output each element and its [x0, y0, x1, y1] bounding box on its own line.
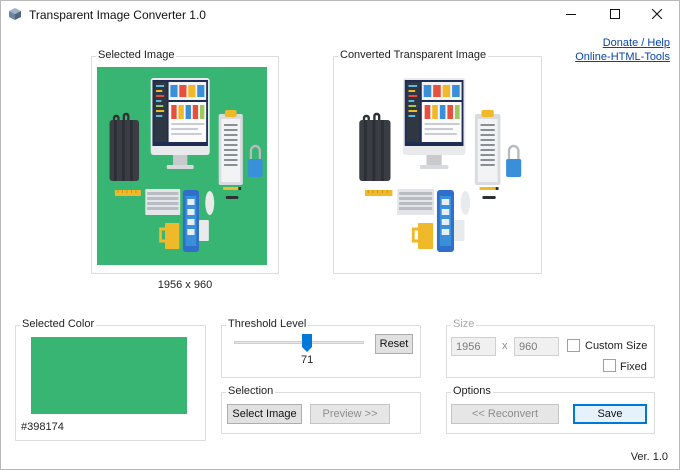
threshold-label: Threshold Level — [226, 318, 309, 330]
size-x-label: x — [502, 340, 508, 352]
online-html-tools-link[interactable]: Online-HTML-Tools — [575, 51, 670, 63]
width-input[interactable] — [451, 337, 496, 356]
selected-color-group: Selected Color — [15, 318, 206, 441]
maximize-icon — [610, 9, 620, 19]
title-bar: Transparent Image Converter 1.0 — [0, 0, 680, 28]
height-input[interactable] — [514, 337, 559, 356]
version-label: Ver. 1.0 — [630, 451, 668, 463]
custom-size-label: Custom Size — [585, 340, 648, 352]
selection-group: Selection — [221, 385, 421, 434]
color-hex-value: #398174 — [21, 421, 64, 433]
size-group: Size — [446, 318, 655, 378]
options-group: Options — [446, 385, 655, 434]
threshold-slider-track[interactable] — [234, 341, 364, 344]
selected-color-label: Selected Color — [20, 318, 97, 330]
color-swatch — [31, 337, 187, 414]
converted-image-preview[interactable] — [346, 67, 526, 265]
converted-image-panel: Converted Transparent Image — [333, 49, 542, 274]
minimize-icon — [566, 14, 576, 15]
size-label: Size — [451, 318, 477, 330]
close-button[interactable] — [634, 0, 680, 28]
selected-image-panel: Selected Image — [91, 49, 279, 274]
reconvert-button[interactable]: << Reconvert — [451, 404, 559, 424]
minimize-button[interactable] — [548, 0, 594, 28]
select-image-button[interactable]: Select Image — [227, 404, 302, 424]
threshold-group: Threshold Level — [221, 318, 421, 378]
donate-help-link[interactable]: Donate / Help — [602, 37, 670, 49]
preview-button[interactable]: Preview >> — [310, 404, 390, 424]
workspace-illustration-transparent — [357, 76, 523, 254]
threshold-value: 71 — [300, 354, 314, 366]
custom-size-checkbox[interactable] — [567, 339, 580, 352]
converted-image-label: Converted Transparent Image — [338, 49, 489, 61]
cube-icon — [8, 7, 22, 21]
threshold-slider-thumb[interactable] — [302, 334, 313, 352]
fixed-label: Fixed — [620, 361, 647, 373]
workspace-illustration — [108, 76, 265, 254]
selected-image-preview[interactable] — [97, 67, 267, 265]
save-button[interactable]: Save — [573, 404, 647, 424]
fixed-checkbox[interactable] — [603, 359, 616, 372]
image-dimensions: 1956 x 960 — [157, 279, 213, 291]
selected-image-label: Selected Image — [96, 49, 177, 61]
window-title: Transparent Image Converter 1.0 — [29, 8, 206, 22]
options-label: Options — [451, 385, 493, 397]
maximize-button[interactable] — [592, 0, 638, 28]
close-icon — [652, 9, 662, 19]
reset-button[interactable]: Reset — [375, 334, 413, 354]
selection-label: Selection — [226, 385, 276, 397]
